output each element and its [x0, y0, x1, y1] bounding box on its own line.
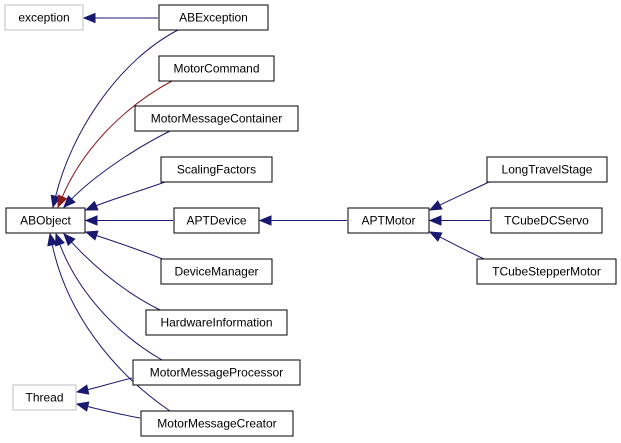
node-motormessagecontainer-label: MotorMessageContainer [151, 112, 282, 126]
node-motormessageprocessor-label: MotorMessageProcessor [150, 366, 283, 380]
arrowhead-tcubedcservo-to-aptmotor [428, 215, 442, 226]
node-hardwareinformation[interactable]: HardwareInformation [145, 309, 288, 336]
nodes-layer: exception ABException MotorCommand Motor… [4, 4, 617, 437]
node-devicemanager[interactable]: DeviceManager [160, 258, 273, 285]
node-abobject-label: ABObject [20, 214, 71, 228]
edge-motormessageprocessor-to-thread [87, 377, 133, 391]
edge-tcubesteppermotor-to-aptmotor [439, 236, 485, 260]
edge-motormessagecreator-to-abobject [51, 244, 171, 412]
node-exception-label: exception [18, 11, 69, 25]
node-tcubesteppermotor[interactable]: TCubeStepperMotor [476, 258, 617, 285]
node-scalingfactors-label: ScalingFactors [177, 163, 256, 177]
node-abobject[interactable]: ABObject [5, 207, 86, 234]
node-motormessagecreator[interactable]: MotorMessageCreator [140, 410, 294, 437]
arrowhead-aptdevice-to-abobject [84, 215, 98, 226]
node-longtravelstage[interactable]: LongTravelStage [486, 156, 608, 183]
edge-motorcommand-to-abobject [61, 80, 173, 198]
node-aptmotor-label: APTMotor [361, 214, 415, 228]
arrowhead-motormessagecontainer-to-abobject [63, 195, 76, 208]
node-tcubesteppermotor-label: TCubeStepperMotor [492, 265, 601, 279]
node-abexception[interactable]: ABException [158, 4, 269, 31]
edges-layer [47, 12, 490, 419]
arrowhead-hardwareinformation-to-abobject [63, 233, 76, 246]
arrowhead-scalingfactors-to-abobject [84, 200, 99, 211]
node-aptmotor[interactable]: APTMotor [347, 207, 430, 234]
arrowhead-motormessagecreator-to-abobject [47, 232, 58, 247]
node-tcubedcservo[interactable]: TCubeDCServo [490, 207, 603, 234]
arrowhead-motorcommand-to-abobject [57, 194, 68, 209]
edge-abexception-to-abobject [55, 29, 179, 197]
edge-devicemanager-to-abobject [96, 235, 166, 261]
node-motormessagecontainer[interactable]: MotorMessageContainer [134, 105, 299, 132]
arrowhead-motormessagecreator-to-thread [75, 401, 90, 412]
edge-hardwareinformation-to-abobject [71, 241, 161, 311]
edge-motormessagecreator-to-thread [87, 406, 141, 419]
node-abexception-label: ABException [179, 11, 248, 25]
node-thread[interactable]: Thread [12, 384, 77, 411]
edge-longtravelstage-to-aptmotor [439, 181, 490, 206]
node-exception[interactable]: exception [4, 4, 84, 31]
node-tcubedcservo-label: TCubeDCServo [504, 214, 589, 228]
node-motorcommand-label: MotorCommand [173, 62, 259, 76]
node-scalingfactors[interactable]: ScalingFactors [160, 156, 273, 183]
arrowhead-motormessageprocessor-to-abobject [55, 232, 65, 247]
arrowhead-abexception-to-exception [82, 12, 96, 24]
node-thread-label: Thread [25, 391, 63, 405]
node-motormessageprocessor[interactable]: MotorMessageProcessor [132, 359, 301, 386]
arrowhead-devicemanager-to-abobject [84, 230, 99, 241]
arrowhead-aptmotor-to-aptdevice [258, 215, 272, 226]
arrowhead-tcubesteppermotor-to-aptmotor [428, 231, 443, 242]
node-devicemanager-label: DeviceManager [174, 265, 258, 279]
node-hardwareinformation-label: HardwareInformation [160, 316, 272, 330]
edge-scalingfactors-to-abobject [95, 181, 166, 207]
edge-motormessagecontainer-to-abobject [71, 130, 171, 200]
node-motormessagecreator-label: MotorMessageCreator [157, 417, 276, 431]
node-longtravelstage-label: LongTravelStage [502, 163, 593, 177]
node-aptdevice-label: APTDevice [186, 214, 246, 228]
arrowhead-motormessageprocessor-to-thread [75, 384, 90, 395]
node-motorcommand[interactable]: MotorCommand [158, 55, 275, 82]
arrowhead-longtravelstage-to-aptmotor [428, 200, 443, 211]
node-aptdevice[interactable]: APTDevice [173, 207, 260, 234]
edge-motormessageprocessor-to-abobject [59, 244, 163, 361]
